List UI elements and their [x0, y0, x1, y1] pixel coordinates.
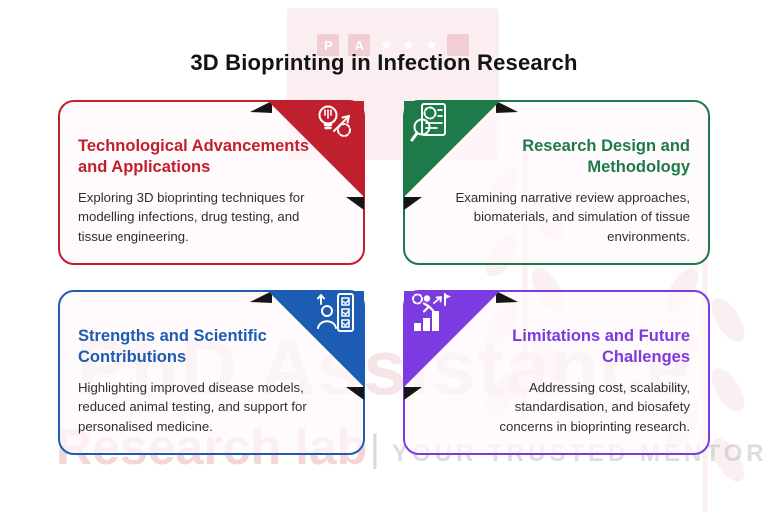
card-title: Strengths and Scientific Contributions: [78, 327, 267, 367]
watermark-separator: |: [370, 428, 380, 470]
card-title: Research Design and Methodology: [522, 137, 690, 177]
card-corner-ribbon: [250, 291, 364, 400]
card-description: Highlighting improved disease models, re…: [78, 380, 307, 434]
runner-growth-chart-flag-icon: [412, 293, 451, 331]
person-checklist-arrow-icon: [317, 293, 354, 332]
card-research-design: Research Design and Methodology Examinin…: [403, 100, 710, 265]
card-corner-ribbon: [404, 291, 518, 400]
document-search-gear-icon: [410, 103, 446, 142]
card-title: Technological Advancements and Applicati…: [78, 137, 310, 177]
card-corner-ribbon: [250, 101, 364, 210]
card-strengths-contributions: Strengths and Scientific Contributions H…: [58, 290, 365, 455]
page-title: 3D Bioprinting in Infection Research: [190, 50, 578, 75]
card-description: Addressing cost, scalability, standardis…: [499, 380, 690, 434]
innovation-bulb-gear-arrow-icon: [318, 105, 351, 137]
card-title: Limitations and Future Challenges: [512, 327, 690, 367]
card-description: Examining narrative review approaches, b…: [455, 190, 690, 244]
card-corner-ribbon: [404, 101, 518, 210]
card-technological-advancements: Technological Advancements and Applicati…: [58, 100, 365, 265]
card-description: Exploring 3D bioprinting techniques for …: [78, 190, 305, 244]
card-limitations-challenges: Limitations and Future Challenges Addres…: [403, 290, 710, 455]
